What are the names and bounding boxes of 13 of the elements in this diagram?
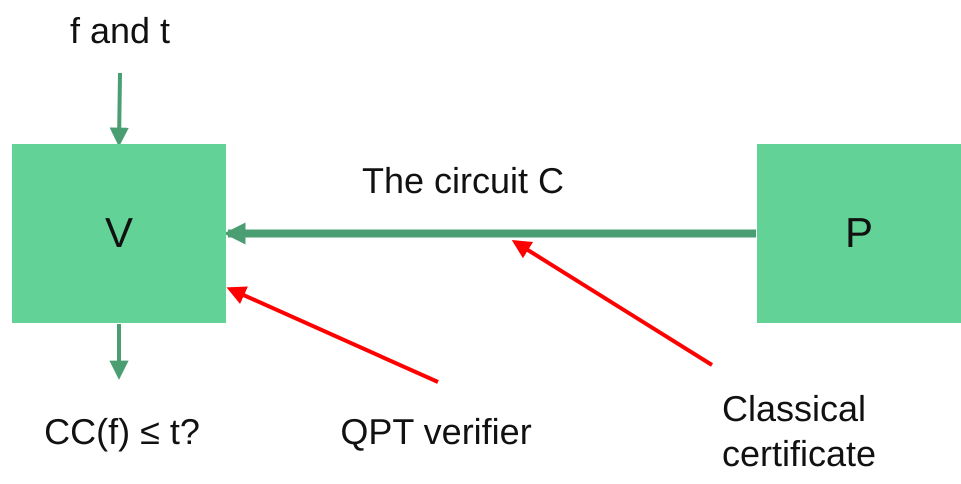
box-label: P xyxy=(844,208,873,258)
arrow xyxy=(512,240,714,367)
arrow xyxy=(109,324,129,380)
node-text: CC(f) ≤ t? xyxy=(44,410,200,454)
box-label: V xyxy=(104,208,133,258)
process-box xyxy=(757,144,961,323)
node-text: QPT verifier xyxy=(340,410,532,454)
edge-label: The circuit C xyxy=(362,160,564,202)
process-box xyxy=(12,144,226,323)
arrow xyxy=(226,286,439,384)
arrow xyxy=(110,72,129,147)
node-text: Classical certificate xyxy=(722,387,878,476)
node-text: f and t xyxy=(70,8,170,52)
